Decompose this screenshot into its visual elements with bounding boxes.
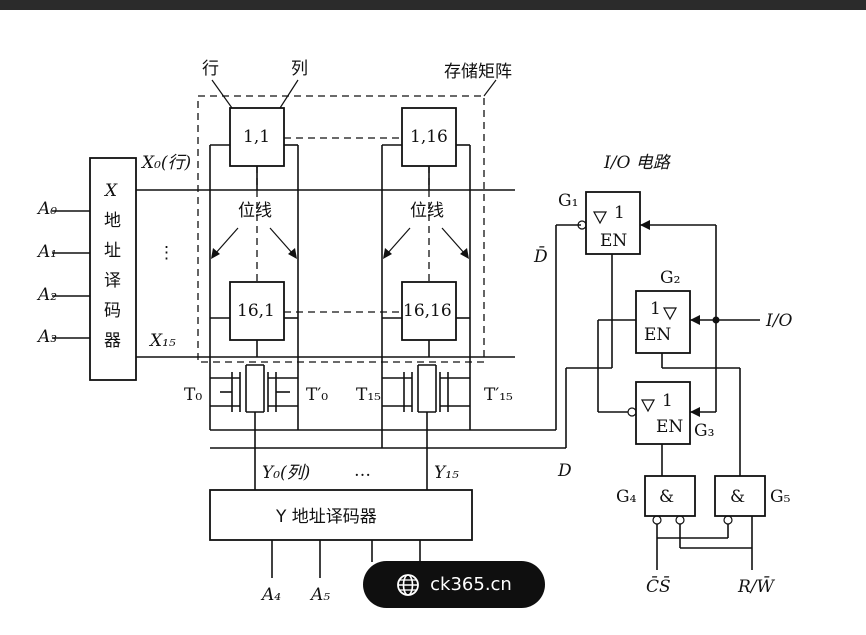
svg-text:地: 地 [104,211,121,231]
y0-label: Y₀(列) [262,463,310,483]
input-a3: A₃ [36,327,57,347]
cell-16-1 [229,281,285,341]
x-address-decoder [89,157,137,381]
y15-label: Y₁₅ [434,463,459,483]
svg-text:16,1: 16,1 [237,301,275,321]
svg-text:器: 器 [104,331,121,351]
svg-text:1: 1 [662,391,673,411]
y-address-decoder [209,489,473,541]
g5-label: G₅ [770,487,791,507]
row-label: 行 [202,59,219,79]
g1-label: G₁ [558,191,578,211]
svg-text:16,16: 16,16 [403,301,452,321]
bitline-label-16: 位线 [410,201,444,221]
gate-g5 [714,475,766,517]
input-a5: A₅ [309,585,330,605]
t0p-label: T′₀ [306,385,328,405]
svg-text:&: & [730,487,745,507]
watermark-text: ck365.cn [430,574,512,595]
cell-16-16 [401,281,457,341]
horizontal-ellipsis: … [354,461,371,481]
svg-text:X: X [103,181,118,201]
svg-text:Y 地址译码器: Y 地址译码器 [275,507,377,527]
rw-label: R/W̄ [737,575,776,597]
g3-label: G₃ [694,421,714,441]
watermark-badge: ck365.cn [363,561,545,608]
svg-text:址: 址 [104,241,121,261]
io-label: I/O [765,311,792,331]
column-label: 列 [291,59,308,79]
bitline-label-1: 位线 [238,201,272,221]
d-bar-label: D̄ [533,245,548,267]
svg-text:EN: EN [600,231,627,251]
input-a4: A₄ [260,585,281,605]
svg-text:1,16: 1,16 [410,127,448,147]
gate-g1 [585,191,641,255]
vertical-ellipsis: ⋮ [158,243,175,263]
g2-label: G₂ [660,268,680,288]
svg-text:1: 1 [650,299,661,319]
input-a1: A₁ [36,242,57,262]
t0-label: T₀ [184,385,202,405]
t15p-label: T′₁₅ [484,385,513,405]
d-label: D [557,461,572,481]
t15-label: T₁₅ [356,385,381,405]
storage-matrix-label: 存储矩阵 [444,62,512,82]
svg-text:1: 1 [614,203,625,223]
svg-text:EN: EN [656,417,683,437]
io-circuit-title: I/O 电路 [603,153,672,173]
cs-bar-label: C̄S̄ [646,575,671,597]
svg-text:码: 码 [104,301,121,321]
globe-icon [397,573,420,596]
gate-g3 [635,381,691,445]
top-bar [0,0,866,10]
input-a2: A₂ [36,285,57,305]
cell-1-1 [229,107,285,167]
x15-label: X₁₅ [148,331,176,351]
gate-g4 [644,475,696,517]
svg-text:EN: EN [644,325,671,345]
input-a0: A₀ [36,199,57,219]
cell-1-16 [401,107,457,167]
svg-text:1,1: 1,1 [243,127,270,147]
gate-g2 [635,290,691,354]
svg-text:&: & [659,487,674,507]
svg-text:译: 译 [104,271,121,291]
g4-label: G₄ [616,487,637,507]
x0-label: X₀(行) [140,153,191,173]
